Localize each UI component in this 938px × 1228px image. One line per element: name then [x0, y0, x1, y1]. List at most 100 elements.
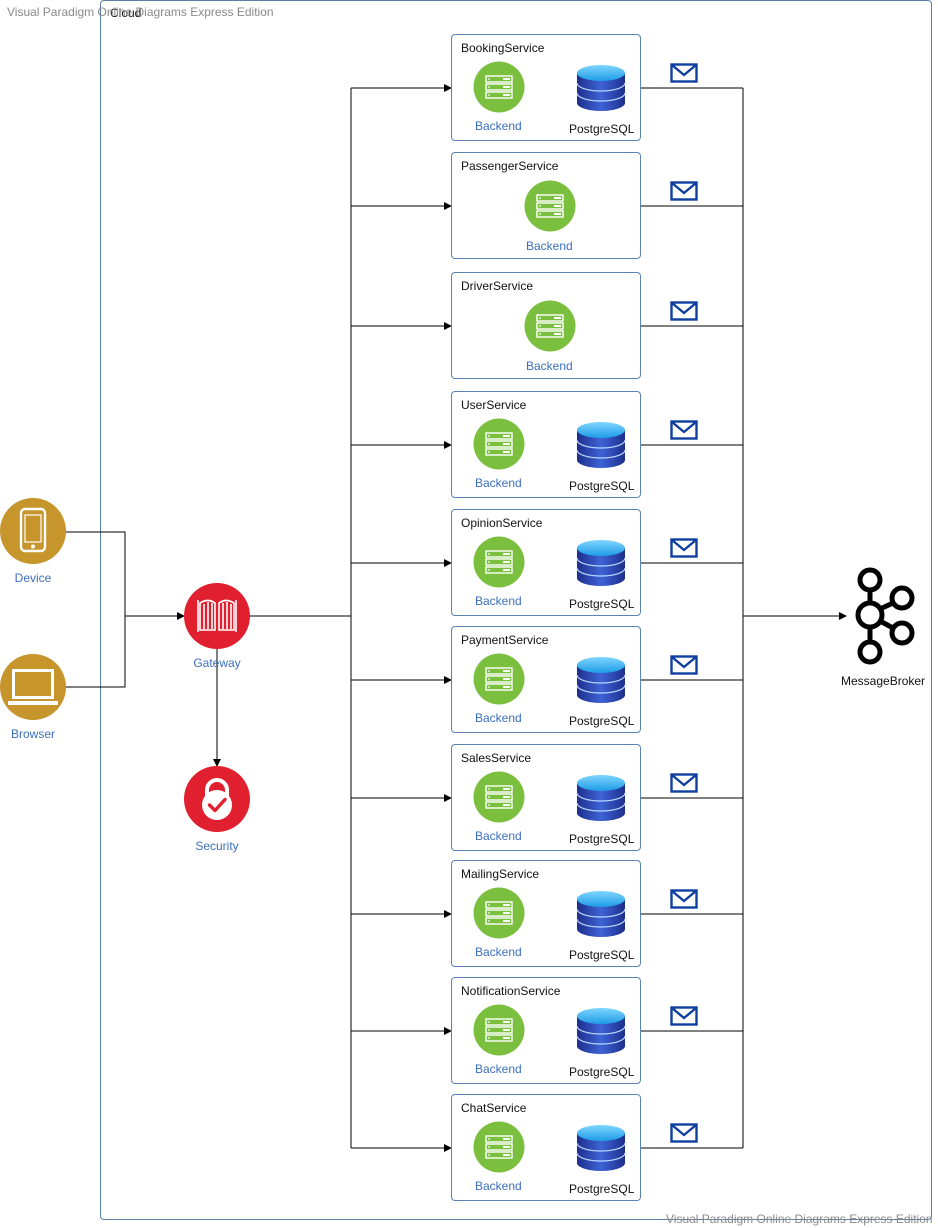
envelope-icon [670, 420, 698, 440]
envelope-icon [670, 181, 698, 201]
database-icon [576, 65, 626, 111]
backend-label: Backend [475, 594, 522, 608]
backend-label: Backend [526, 239, 573, 253]
service-title: NotificationService [461, 984, 561, 998]
database-icon [576, 775, 626, 821]
security-node[interactable] [184, 766, 250, 832]
backend-node[interactable] [473, 536, 525, 593]
message-envelope [670, 1123, 698, 1148]
device-link [66, 531, 126, 616]
backend-node[interactable] [524, 300, 576, 357]
database-icon [576, 1008, 626, 1054]
envelope-icon [670, 655, 698, 675]
service-title: ChatService [461, 1101, 527, 1115]
server-icon [524, 180, 576, 232]
backend-node[interactable] [473, 653, 525, 710]
message-envelope [670, 1006, 698, 1031]
backend-node[interactable] [524, 180, 576, 237]
postgresql-label: PostgreSQL [569, 479, 635, 493]
server-icon [473, 418, 525, 470]
postgresql-node[interactable] [575, 63, 627, 118]
backend-node[interactable] [473, 887, 525, 944]
smartphone-icon [19, 507, 47, 553]
postgresql-node[interactable] [575, 420, 627, 475]
server-icon [524, 300, 576, 352]
browser-node[interactable] [0, 654, 66, 720]
watermark-top: Visual Paradigm Online Diagrams Express … [7, 5, 274, 19]
backend-node[interactable] [473, 771, 525, 828]
database-icon [576, 540, 626, 586]
server-icon [473, 771, 525, 823]
service-title: OpinionService [461, 516, 543, 530]
postgresql-label: PostgreSQL [569, 832, 635, 846]
database-icon [576, 891, 626, 937]
backend-label: Backend [475, 476, 522, 490]
backend-label: Backend [475, 1179, 522, 1193]
postgresql-node[interactable] [575, 655, 627, 710]
message-envelope [670, 773, 698, 798]
backend-label: Backend [475, 711, 522, 725]
service-title: UserService [461, 398, 527, 412]
server-icon [473, 653, 525, 705]
postgresql-node[interactable] [575, 1123, 627, 1178]
browser-link [66, 616, 126, 688]
envelope-icon [670, 538, 698, 558]
message-envelope [670, 889, 698, 914]
envelope-icon [670, 773, 698, 793]
laptop-icon [8, 669, 58, 705]
service-title: PaymentService [461, 633, 549, 647]
envelope-icon [670, 301, 698, 321]
message-broker-label: MessageBroker [841, 674, 926, 688]
postgresql-node[interactable] [575, 773, 627, 828]
service-title: DriverService [461, 279, 534, 293]
message-envelope [670, 63, 698, 88]
gate-icon [197, 599, 237, 632]
postgresql-node[interactable] [575, 889, 627, 944]
device-label: Device [14, 571, 52, 585]
cloud-label: Cloud [110, 6, 142, 20]
backend-node[interactable] [473, 1121, 525, 1178]
gateway-label: Gateway [193, 656, 241, 670]
server-icon [473, 61, 525, 113]
backend-label: Backend [475, 945, 522, 959]
postgresql-node[interactable] [575, 538, 627, 593]
postgresql-label: PostgreSQL [569, 948, 635, 962]
postgresql-label: PostgreSQL [569, 1182, 635, 1196]
kafka-icon [855, 567, 915, 665]
backend-node[interactable] [473, 418, 525, 475]
server-icon [473, 887, 525, 939]
backend-node[interactable] [473, 1004, 525, 1061]
server-icon [473, 1004, 525, 1056]
postgresql-node[interactable] [575, 1006, 627, 1061]
message-envelope [670, 420, 698, 445]
backend-label: Backend [526, 359, 573, 373]
device-node[interactable] [0, 498, 66, 564]
gateway-node[interactable] [184, 583, 250, 649]
server-icon [473, 536, 525, 588]
envelope-icon [670, 63, 698, 83]
lock-icon [202, 778, 232, 820]
envelope-icon [670, 1006, 698, 1026]
service-title: BookingService [461, 41, 545, 55]
backend-node[interactable] [473, 61, 525, 118]
envelope-icon [670, 889, 698, 909]
message-broker-node[interactable] [850, 565, 916, 667]
postgresql-label: PostgreSQL [569, 714, 635, 728]
service-title: SalesService [461, 751, 532, 765]
message-envelope [670, 181, 698, 206]
cloud-container [100, 0, 932, 1220]
backend-label: Backend [475, 1062, 522, 1076]
backend-label: Backend [475, 119, 522, 133]
postgresql-label: PostgreSQL [569, 597, 635, 611]
